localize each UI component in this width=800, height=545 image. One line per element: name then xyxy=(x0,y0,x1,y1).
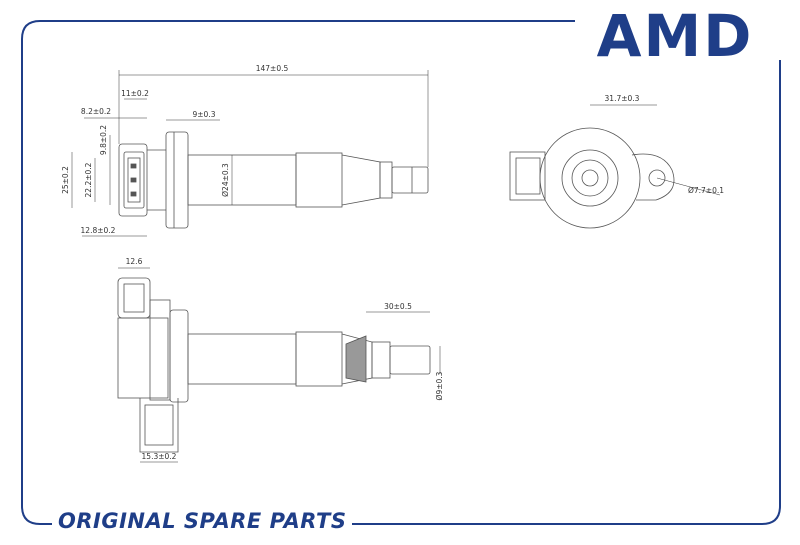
end-view xyxy=(509,127,675,229)
dim-7-7: Ø7.7±0.1 xyxy=(688,186,724,195)
dim-9: 9±0.3 xyxy=(193,110,216,119)
dim-30: 30±0.5 xyxy=(384,302,412,311)
dim-11: 11±0.2 xyxy=(121,89,149,98)
brand-logo: AMD xyxy=(596,2,754,70)
dim-31-7: 31.7±0.3 xyxy=(605,94,640,103)
dim-24: Ø24±0.3 xyxy=(221,163,230,197)
dim-12-8: 12.8±0.2 xyxy=(81,226,116,235)
dim-12-6: 12.6 xyxy=(126,257,143,266)
dim-8-2: 8.2±0.2 xyxy=(81,107,111,116)
bottom-view xyxy=(117,277,431,453)
dim-15-3: 15.3±0.2 xyxy=(142,452,177,461)
side-view xyxy=(118,131,429,229)
dim-9-dia: Ø9±0.3 xyxy=(435,371,444,400)
dim-22-2: 22.2±0.2 xyxy=(84,162,93,197)
dim-overall-length: 147±0.5 xyxy=(256,64,289,73)
footer-slogan: ORIGINAL SPARE PARTS xyxy=(58,509,347,533)
dim-9-8: 9.8±0.2 xyxy=(99,125,108,155)
dim-25: 25±0.2 xyxy=(61,166,70,194)
